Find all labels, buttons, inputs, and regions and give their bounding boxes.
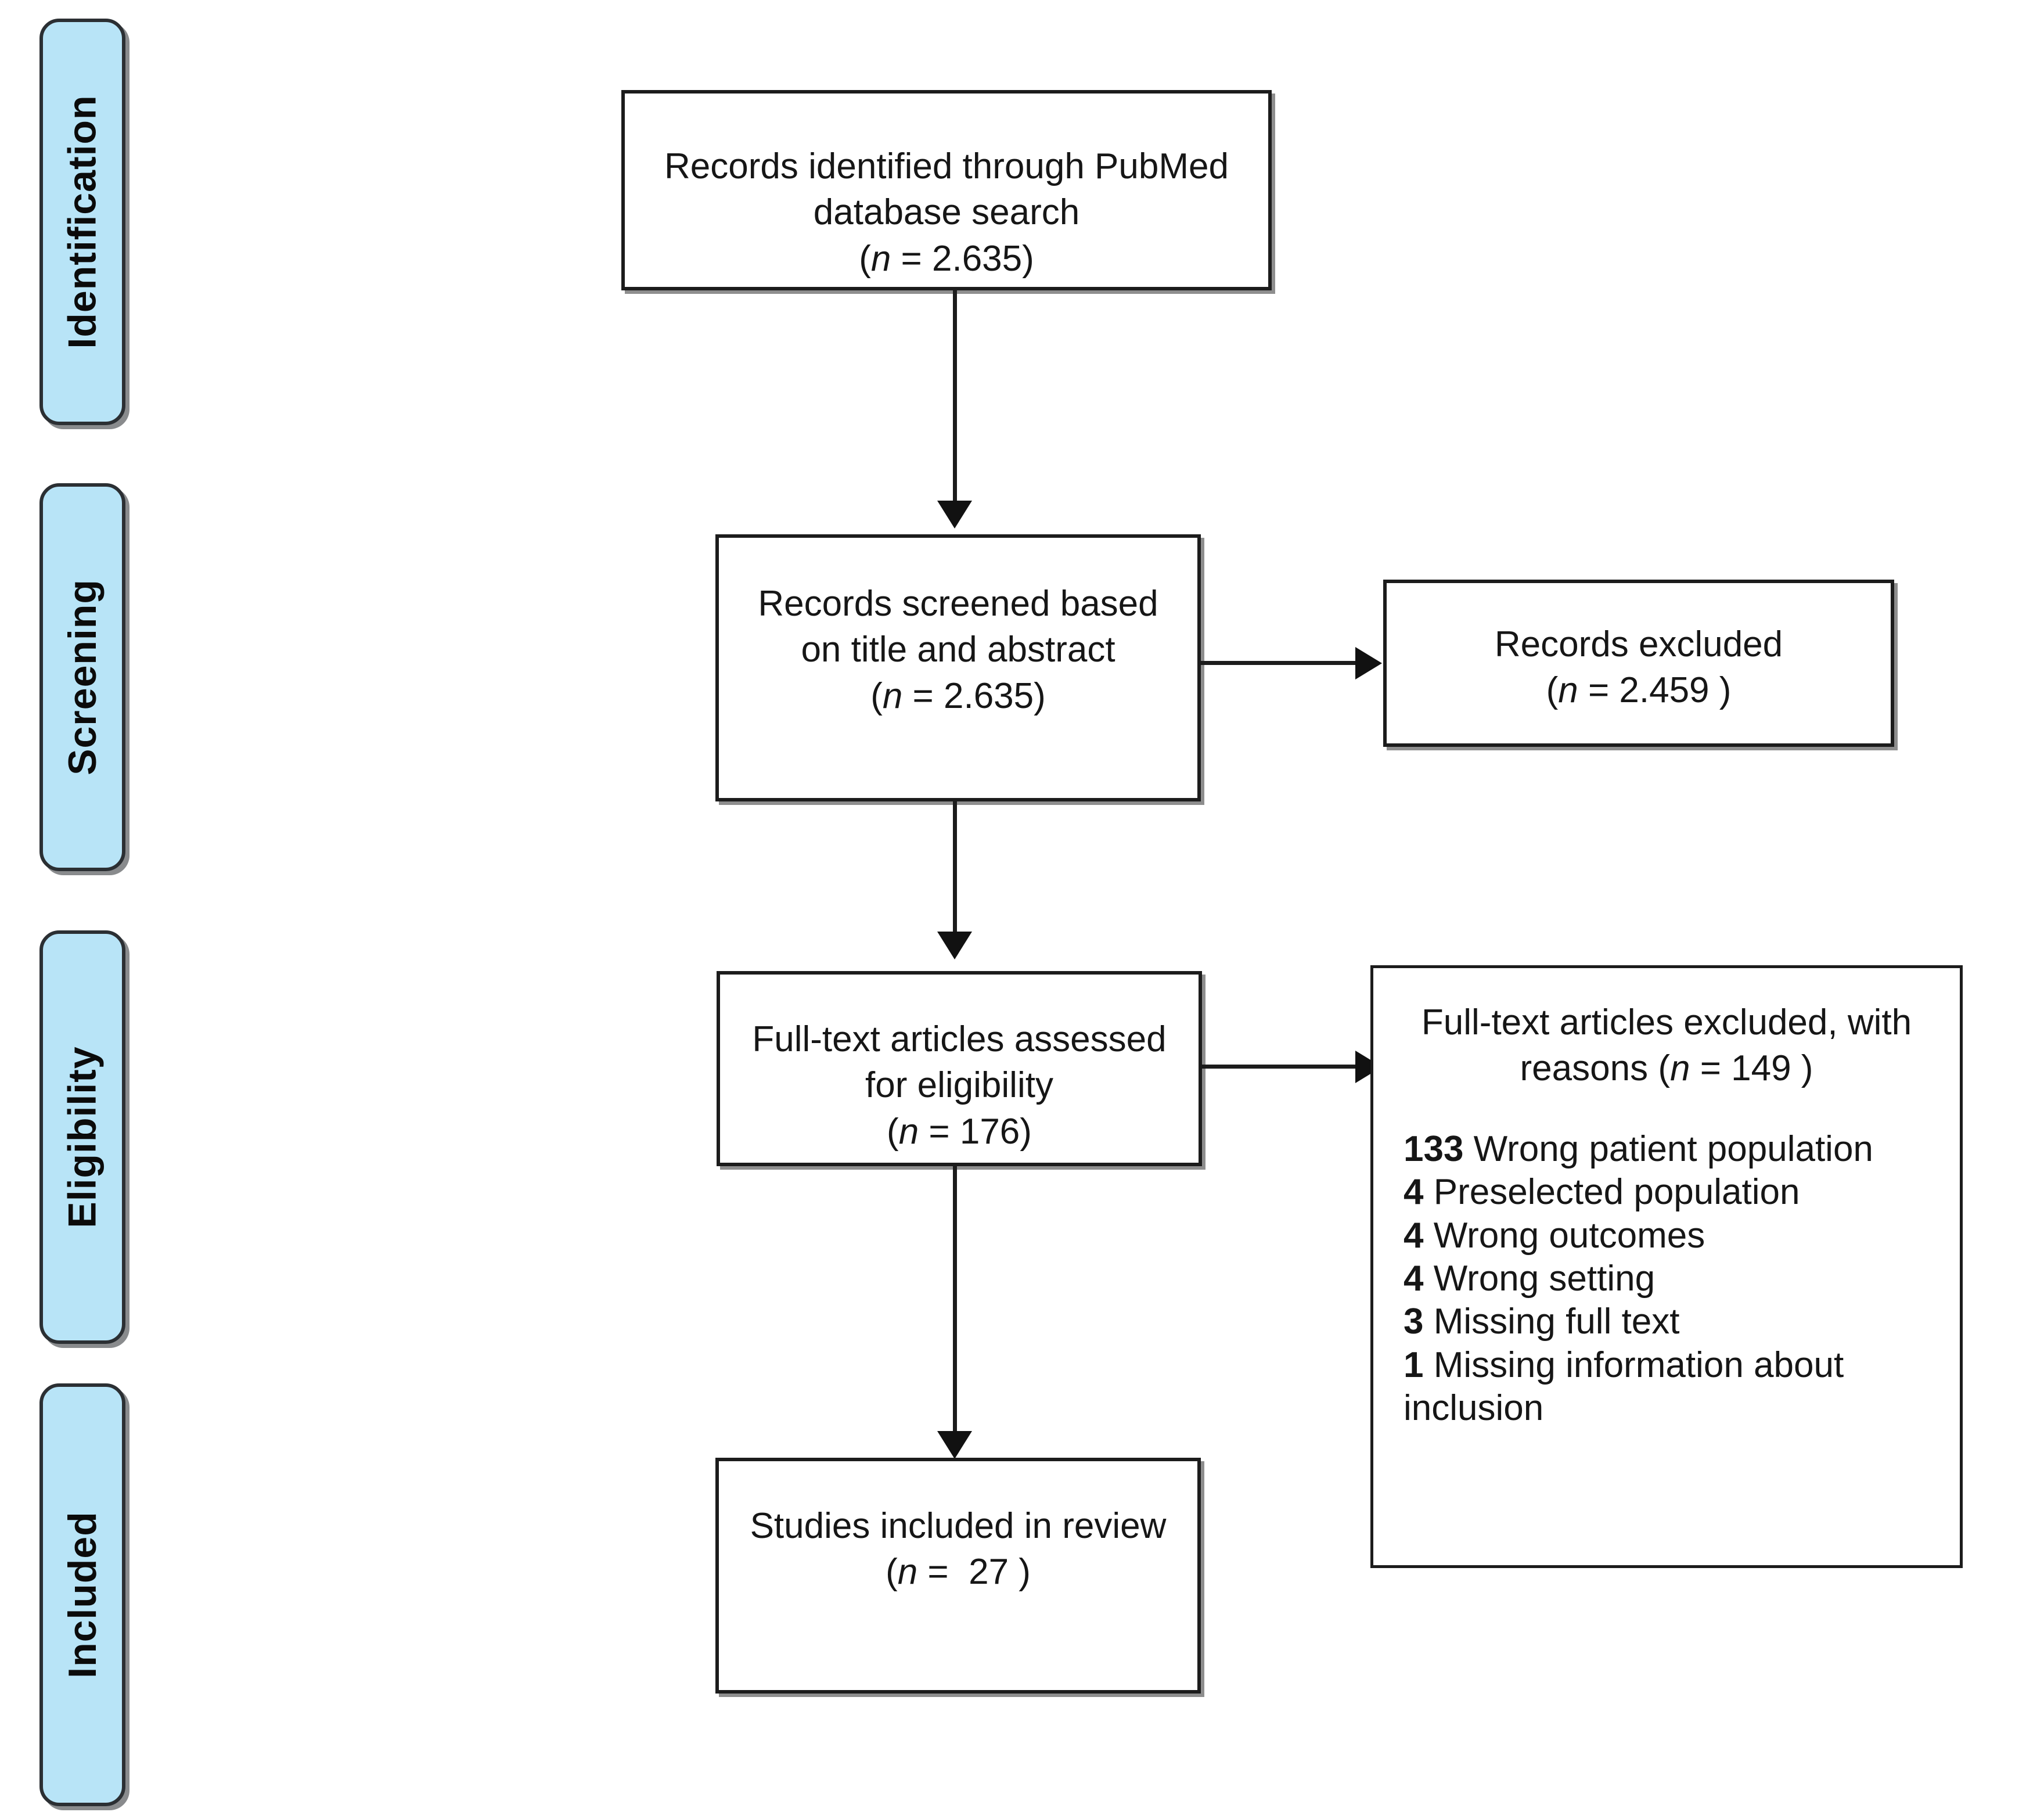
box-records-screened-line2: on title and abstract [801, 630, 1115, 670]
italic-n: n [897, 1552, 918, 1592]
box-full-text-assessed-line2: for eligibility [865, 1065, 1053, 1106]
connector-fulltext-to-excluded [1201, 1065, 1359, 1069]
box-full-text-assessed: Full-text articles assessed for eligibil… [717, 971, 1202, 1166]
box-full-text-assessed-count: (n = 176) [887, 1111, 1032, 1152]
box-studies-included-count: (n = 27 ) [886, 1552, 1031, 1592]
italic-n: n [898, 1111, 919, 1152]
stage-label-eligibility: Eligibility [39, 930, 125, 1344]
exclusion-reason-item: 3 Missing full text [1404, 1300, 1945, 1343]
exclusion-reason-item: 4 Wrong setting [1404, 1257, 1945, 1300]
exclusion-reason-item: 133 Wrong patient population [1404, 1128, 1945, 1171]
exclusion-reason-count: 3 [1404, 1302, 1424, 1342]
stage-label-identification: Identification [39, 19, 125, 425]
box-records-identified: Records identified through PubMed databa… [621, 90, 1272, 290]
box-records-screened: Records screened based on title and abst… [715, 534, 1201, 801]
stage-label-identification-text: Identification [60, 95, 105, 349]
arrowhead-fulltext-to-included [937, 1431, 972, 1459]
box-full-text-assessed-line1: Full-text articles assessed [752, 1019, 1167, 1059]
box-records-identified-line1: Records identified through PubMed [664, 146, 1229, 186]
box-full-text-excluded-line2: reasons (n = 149 ) [1520, 1048, 1813, 1089]
stage-label-eligibility-text: Eligibility [60, 1046, 105, 1228]
stage-label-screening: Screening [39, 483, 125, 871]
arrowhead-identified-to-screened [937, 501, 972, 528]
arrowhead-screened-to-excluded [1355, 647, 1382, 680]
connector-screened-to-excluded [1201, 661, 1359, 665]
exclusion-reason-count: 4 [1404, 1258, 1424, 1299]
stage-label-included: Included [39, 1383, 125, 1806]
exclusion-reason-text: Missing information about inclusion [1404, 1344, 1844, 1429]
box-studies-included: Studies included in review (n = 27 ) [715, 1458, 1201, 1694]
exclusion-reason-text: Wrong setting [1423, 1258, 1656, 1299]
box-records-screened-count: (n = 2.635) [870, 675, 1046, 716]
exclusion-reason-item: 4 Preselected population [1404, 1171, 1945, 1214]
exclusion-reason-count: 4 [1404, 1215, 1424, 1256]
exclusion-reason-count: 1 [1404, 1344, 1424, 1385]
box-records-screened-line1: Records screened based [758, 584, 1158, 624]
exclusion-reason-count: 4 [1404, 1172, 1424, 1213]
exclusion-reason-item: 1 Missing information about inclusion [1404, 1344, 1945, 1430]
box-records-excluded-line1: Records excluded [1494, 624, 1783, 664]
stage-label-screening-text: Screening [60, 579, 105, 775]
arrowhead-screened-to-fulltext [937, 932, 972, 959]
box-records-excluded-count: (n = 2.459 ) [1546, 670, 1732, 711]
exclusion-reason-text: Wrong patient population [1463, 1128, 1873, 1169]
exclusion-reason-text: Missing full text [1423, 1302, 1680, 1342]
stage-label-included-text: Included [60, 1511, 105, 1678]
box-studies-included-line1: Studies included in review [750, 1506, 1167, 1546]
italic-n: n [1669, 1048, 1690, 1089]
connector-fulltext-to-included [953, 1166, 957, 1435]
italic-n: n [1558, 670, 1578, 711]
box-full-text-excluded-line1: Full-text articles excluded, with [1421, 1002, 1912, 1042]
italic-n: n [870, 238, 891, 279]
connector-screened-to-fulltext [953, 801, 957, 935]
exclusion-reason-item: 4 Wrong outcomes [1404, 1214, 1945, 1257]
box-full-text-excluded: Full-text articles excluded, with reason… [1370, 965, 1963, 1568]
exclusion-reason-count: 133 [1404, 1128, 1464, 1169]
exclusion-reason-list: 133 Wrong patient population 4 Preselect… [1373, 1128, 1960, 1430]
connector-identified-to-screened [953, 290, 957, 504]
box-records-excluded: Records excluded (n = 2.459 ) [1383, 580, 1894, 747]
box-records-identified-line2: database search [813, 192, 1080, 233]
italic-n: n [882, 675, 903, 716]
exclusion-reason-text: Preselected population [1423, 1172, 1800, 1213]
box-records-identified-count: (n = 2.635) [859, 238, 1034, 279]
exclusion-reason-text: Wrong outcomes [1423, 1215, 1705, 1256]
